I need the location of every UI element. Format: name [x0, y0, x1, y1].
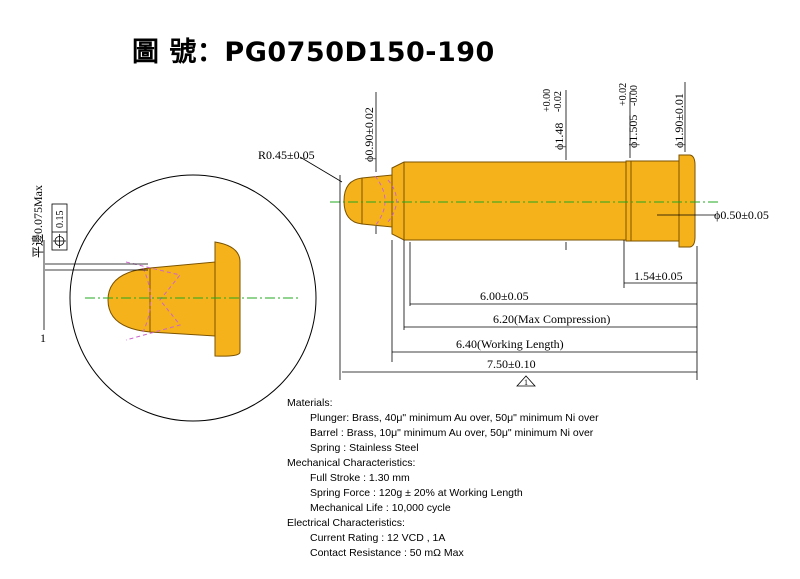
- mechanical-heading: Mechanical Characteristics:: [287, 457, 416, 469]
- working-length-dim: 6.40(Working Length): [456, 337, 564, 351]
- head-dia-dim: ϕ1.90±0.01: [672, 93, 686, 148]
- step-dia-tol-lower: -0.00: [629, 85, 640, 106]
- electrical-heading: Electrical Characteristics:: [287, 517, 405, 529]
- barrel-step: [625, 160, 680, 242]
- tolerance-value: 0.15: [55, 211, 66, 229]
- detail-view: 1 平邊0.075Max 0.15: [31, 174, 317, 422]
- spring-force: Spring Force : 120g ± 20% at Working Len…: [310, 487, 523, 499]
- barrel-dia-tol-lower: -0.02: [553, 91, 564, 112]
- pin-side-view: [330, 154, 720, 248]
- detail-hidden-line: [125, 261, 181, 341]
- step-dia-tol-upper: +0.02: [618, 83, 629, 106]
- drawing-number-label: 圖 號：: [132, 37, 225, 68]
- detail-hidden-curve: [142, 267, 151, 333]
- barrel: [391, 161, 627, 241]
- datum-label: 1: [40, 331, 46, 345]
- spring-material: Spring : Stainless Steel: [310, 442, 419, 454]
- part-number: PG0750D150-190: [224, 37, 495, 68]
- total-length-dim: 7.50±0.10: [487, 357, 536, 371]
- plunger-material: Plunger: Brass, 40μ" minimum Au over, 50…: [310, 412, 599, 424]
- datum-triangle-icon: [516, 375, 536, 387]
- datum-triangle-number: 1: [524, 378, 528, 387]
- contact-resistance: Contact Resistance : 50 mΩ Max: [310, 547, 464, 559]
- materials-heading: Materials:: [287, 397, 333, 409]
- step-dia-dim: ϕ1.505: [626, 115, 640, 148]
- barrel-length-dim: 6.00±0.05: [480, 289, 529, 303]
- current-rating: Current Rating : 12 VCD , 1A: [310, 532, 446, 544]
- dimension-lines: [299, 82, 716, 380]
- barrel-dia-tol-upper: +0.00: [542, 89, 553, 112]
- plunger-dia-dim: ϕ0.90±0.02: [362, 107, 376, 162]
- tip-radius-dim: R0.45±0.05: [258, 148, 315, 162]
- full-stroke: Full Stroke : 1.30 mm: [310, 472, 410, 484]
- hidden-line: [387, 179, 397, 223]
- tail-dia-dim: ϕ0.50±0.05: [714, 208, 769, 222]
- mechanical-life: Mechanical Life : 10,000 cycle: [310, 502, 451, 514]
- barrel-head: [678, 154, 696, 248]
- drawing-title: 圖 號：PG0750D150-190: [132, 30, 495, 69]
- head-length-dim: 1.54±0.05: [634, 269, 683, 283]
- plunger-tip: [343, 174, 393, 228]
- detail-plunger-tip: [107, 261, 216, 337]
- max-compression-dim: 6.20(Max Compression): [493, 312, 610, 326]
- barrel-material: Barrel : Brass, 10μ" minimum Au over, 50…: [310, 427, 594, 439]
- specification-notes: Materials: Plunger: Brass, 40μ" minimum …: [287, 396, 599, 561]
- flatness-label: 平邊0.075Max: [31, 185, 45, 258]
- barrel-dia-dim: ϕ1.48: [552, 123, 566, 150]
- detail-flange: [214, 241, 241, 357]
